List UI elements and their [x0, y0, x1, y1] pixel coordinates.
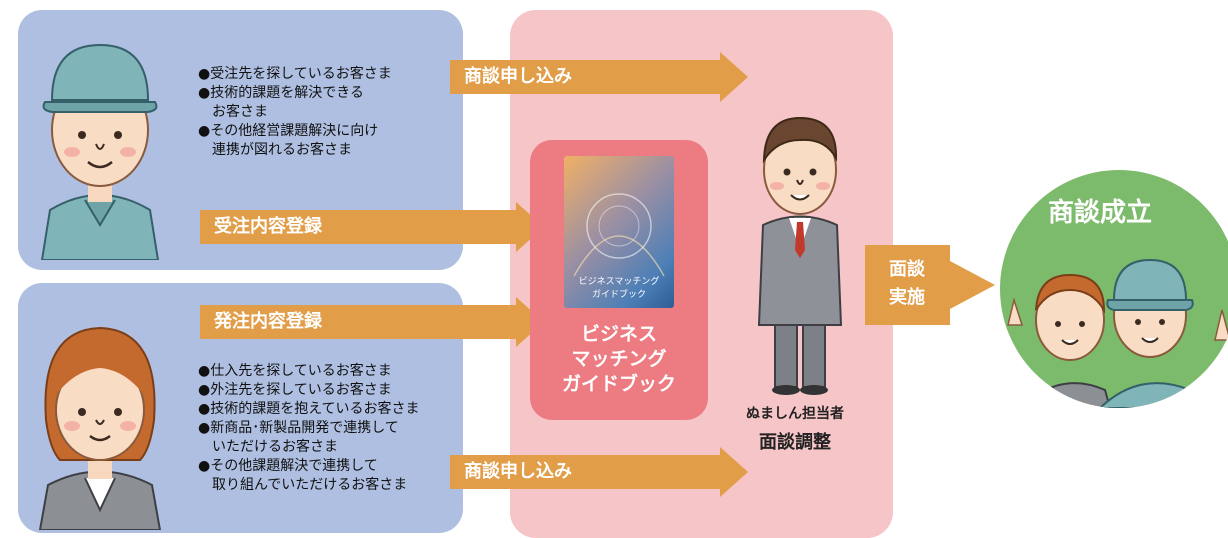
interview-label-line: 実施 [889, 286, 925, 308]
buyer-bullet-list: ●仕入先を探しているお客さま ●外注先を探しているお客さま ●技術的課題を抱えて… [198, 362, 420, 495]
list-item: いただけるお客さま [198, 439, 338, 455]
arrow-label: 受注内容登録 [200, 210, 518, 244]
list-item: ●技術的課題を解決できる [198, 85, 364, 101]
guidebook-card: ビジネスマッチング ガイドブック ビジネス マッチング ガイドブック [530, 140, 708, 420]
interview-label-line: 面談 [889, 258, 926, 280]
list-item: 取り組んでいただけるお客さま [198, 477, 408, 493]
supplier-apply-arrow: 商談申し込み [450, 52, 755, 102]
interview-arrow: 面談 実施 [865, 245, 995, 325]
guidebook-title: ビジネス マッチング ガイドブック [530, 322, 708, 397]
guidebook-title-line: ビジネス [580, 323, 657, 345]
guidebook-title-line: ガイドブック [561, 373, 676, 395]
arrow-label: 発注内容登録 [200, 305, 518, 339]
businesswoman-illustration [38, 326, 162, 530]
supplier-bullet-list: ●受注先を探しているお客さま ●技術的課題を解決できる お客さま ●その他経営課… [198, 65, 392, 160]
buyer-register-arrow: 発注内容登録 [200, 297, 545, 347]
list-item: ●技術的課題を抱えているお客さま [198, 401, 420, 417]
list-item: お客さま [198, 104, 268, 120]
cover-title-line: ガイドブック [592, 288, 646, 300]
list-item: ●その他課題解決で連携して [198, 458, 378, 474]
cover-pattern: ビジネスマッチング ガイドブック [573, 193, 665, 300]
guidebook-cover-image: ビジネスマッチング ガイドブック [564, 156, 674, 308]
staff-label: ぬましん担当者 [746, 406, 844, 422]
list-item: ●仕入先を探しているお客さま [198, 363, 392, 379]
list-item: ●その他経営課題解決に向け [198, 123, 379, 139]
arrow-label: 商談申し込み [450, 455, 722, 489]
cover-title-line: ビジネスマッチング [579, 275, 660, 287]
bank-staff-illustration [757, 116, 843, 395]
supplier-register-arrow: 受注内容登録 [200, 202, 545, 252]
arrow-label: 商談申し込み [450, 60, 722, 94]
deal-success-label: 商談成立 [1047, 198, 1152, 228]
list-item: ●新商品･新製品開発で連携して [198, 420, 399, 436]
arrow-head [720, 447, 748, 497]
list-item: ●受注先を探しているお客さま [198, 66, 392, 82]
deal-success-circle: 商談成立 [1000, 170, 1228, 408]
guidebook-title-line: マッチング [571, 348, 667, 370]
worker-man-illustration [40, 43, 160, 260]
arrow-head [720, 52, 748, 102]
happy-clients-illustration [1007, 258, 1228, 408]
buyer-apply-arrow: 商談申し込み [450, 447, 755, 497]
staff-action: 面談調整 [759, 432, 831, 453]
list-item: ●外注先を探しているお客さま [198, 382, 392, 398]
list-item: 連携が図れるお客さま [198, 142, 352, 158]
